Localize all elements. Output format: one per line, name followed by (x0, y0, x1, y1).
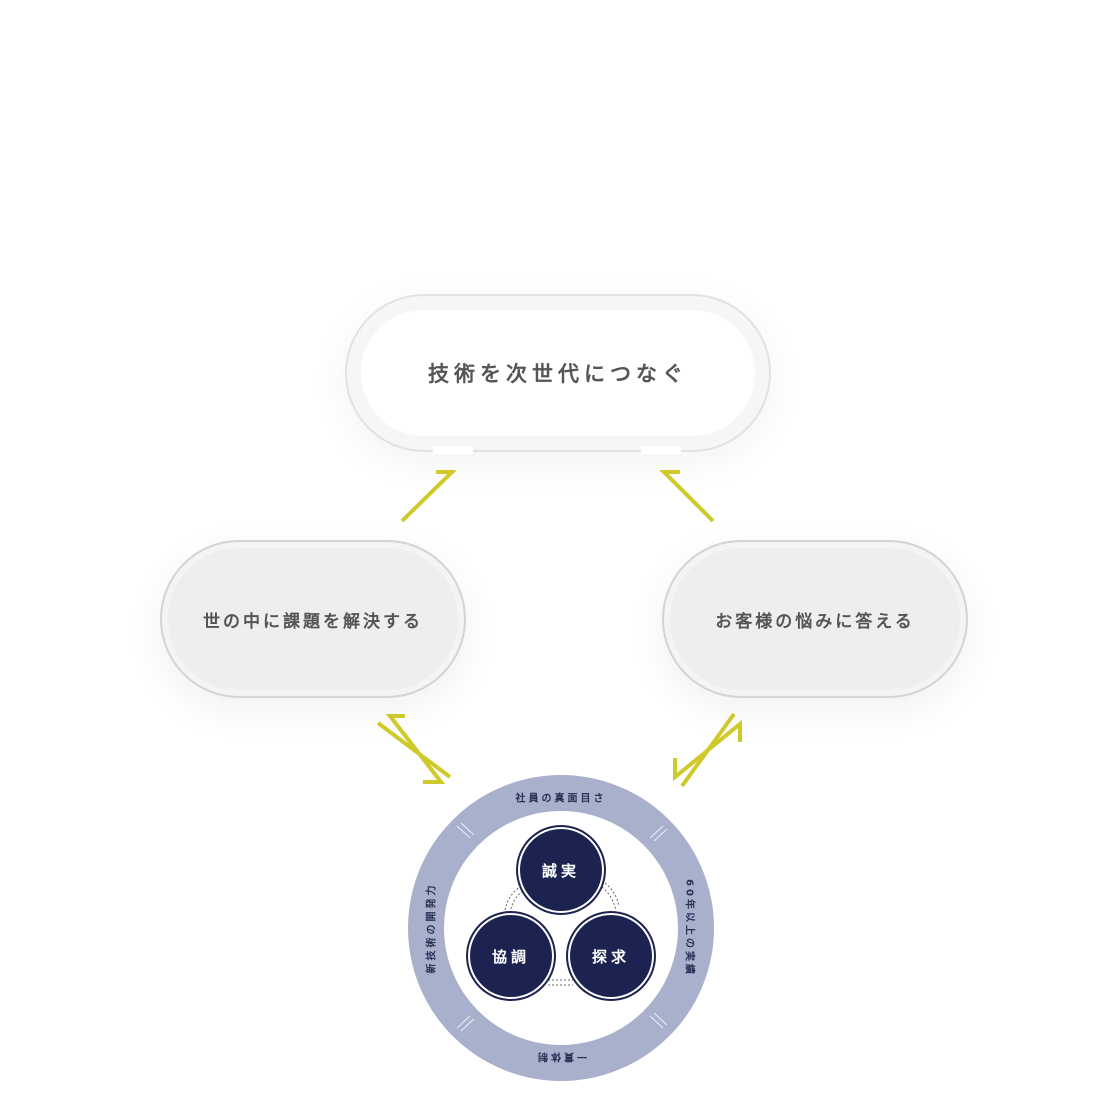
arrow-right-to-top (659, 470, 715, 523)
value-node-cooperation: 協調 (470, 915, 552, 997)
arrow-left-to-top (400, 470, 457, 523)
ring-label-bottom: 一貫体制 (535, 1050, 587, 1062)
value-label: 誠実 (541, 861, 580, 880)
goal-pill-left: 世の中に課題を解決する (160, 540, 466, 698)
goal-pill-right: お客様の悩みに答える (662, 540, 968, 698)
value-label: 協調 (491, 947, 530, 966)
ring-label-top: 社員の真面目さ (515, 793, 607, 805)
value-node-integrity: 誠実 (520, 829, 602, 911)
pill-gap-right (641, 446, 681, 454)
goal-top-label: 技術を次世代につなぐ (428, 362, 688, 386)
pill-gap-left (433, 446, 473, 454)
ring-label-right: 60年以上の実績 (683, 879, 695, 977)
goal-right-label: お客様の悩みに答える (715, 611, 915, 632)
value-node-inquiry: 探求 (570, 915, 652, 997)
arrow-right-bidirectional (673, 719, 742, 782)
goal-pill-top: 技術を次世代につなぐ (345, 294, 771, 452)
value-label: 探求 (591, 947, 630, 966)
goal-left-label: 世の中に課題を解決する (203, 611, 423, 632)
cycle-arrows (504, 882, 620, 986)
ring-label-left: 新技術の開発力 (426, 882, 438, 974)
values-ring (408, 775, 714, 1081)
arrow-left-bidirectional (385, 714, 446, 784)
